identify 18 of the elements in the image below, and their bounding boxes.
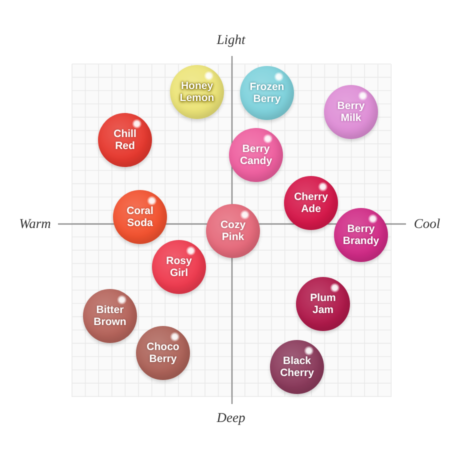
axis-label: Light <box>216 32 246 48</box>
shade-name: Honey Lemon <box>178 80 216 104</box>
shade-name: Plum Jam <box>309 292 337 316</box>
shade-name: Bitter Brown <box>92 304 128 328</box>
shade-name: Frozen Berry <box>248 80 286 106</box>
axis-label: Warm <box>19 216 51 232</box>
shade-name: Berry Milk <box>336 100 366 124</box>
axis-label: Deep <box>216 410 246 426</box>
shade-name: Coral Soda <box>126 204 154 230</box>
shade-name: Choco Berry <box>146 340 180 366</box>
shade-name: Berry Candy <box>238 142 274 168</box>
shade-name: Cozy Pink <box>219 218 247 244</box>
shade-name: Berry Brandy <box>342 222 380 248</box>
shade-name: Black Cherry <box>279 354 315 380</box>
shade-name: Cherry Ade <box>293 190 329 216</box>
shade-name: Chill Red <box>112 128 138 152</box>
shade-name: Rosy Girl <box>165 254 193 280</box>
axis-label: Cool <box>414 216 440 232</box>
